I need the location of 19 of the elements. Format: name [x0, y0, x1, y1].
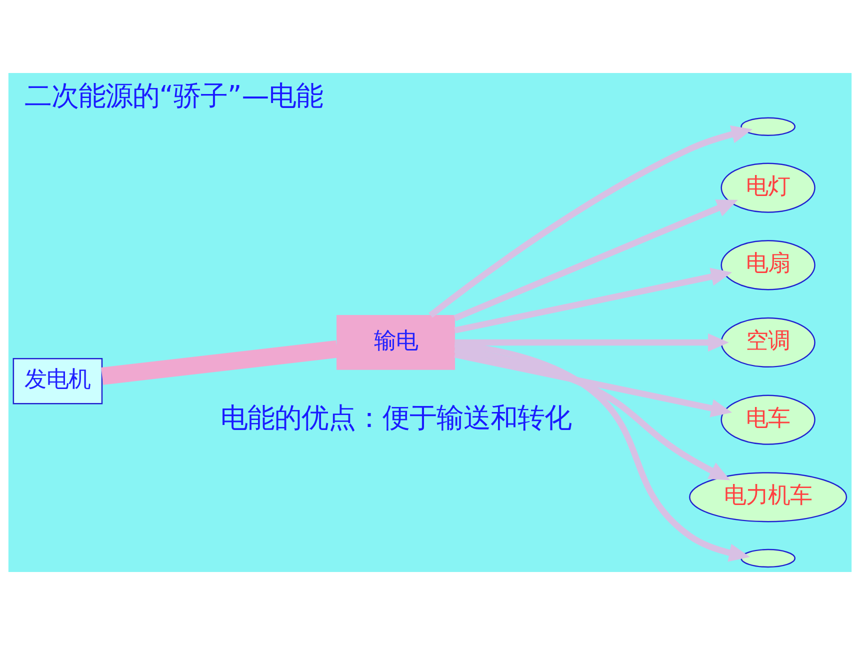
arrow [454, 346, 730, 480]
diagram-title: 二次能源的“骄子”—电能 [24, 80, 324, 112]
node-ellipse: 电力机车 [689, 472, 848, 522]
node-box: 输电 [336, 315, 456, 370]
arrow [454, 200, 738, 322]
arrow [454, 333, 729, 352]
connector [101, 340, 338, 385]
arrow [454, 341, 750, 562]
caption: 电能的优点：便于输送和转化 [220, 402, 572, 434]
node-ellipse: 空调 [720, 317, 816, 368]
arrow [454, 352, 732, 418]
node-ellipse [740, 548, 796, 568]
node-ellipse: 电灯 [720, 162, 816, 213]
node-ellipse: 电车 [720, 394, 816, 445]
node-box: 发电机 [12, 358, 103, 404]
node-ellipse: 电扇 [720, 240, 816, 290]
node-ellipse [740, 117, 796, 136]
arrow [428, 125, 752, 318]
arrow [454, 268, 732, 334]
